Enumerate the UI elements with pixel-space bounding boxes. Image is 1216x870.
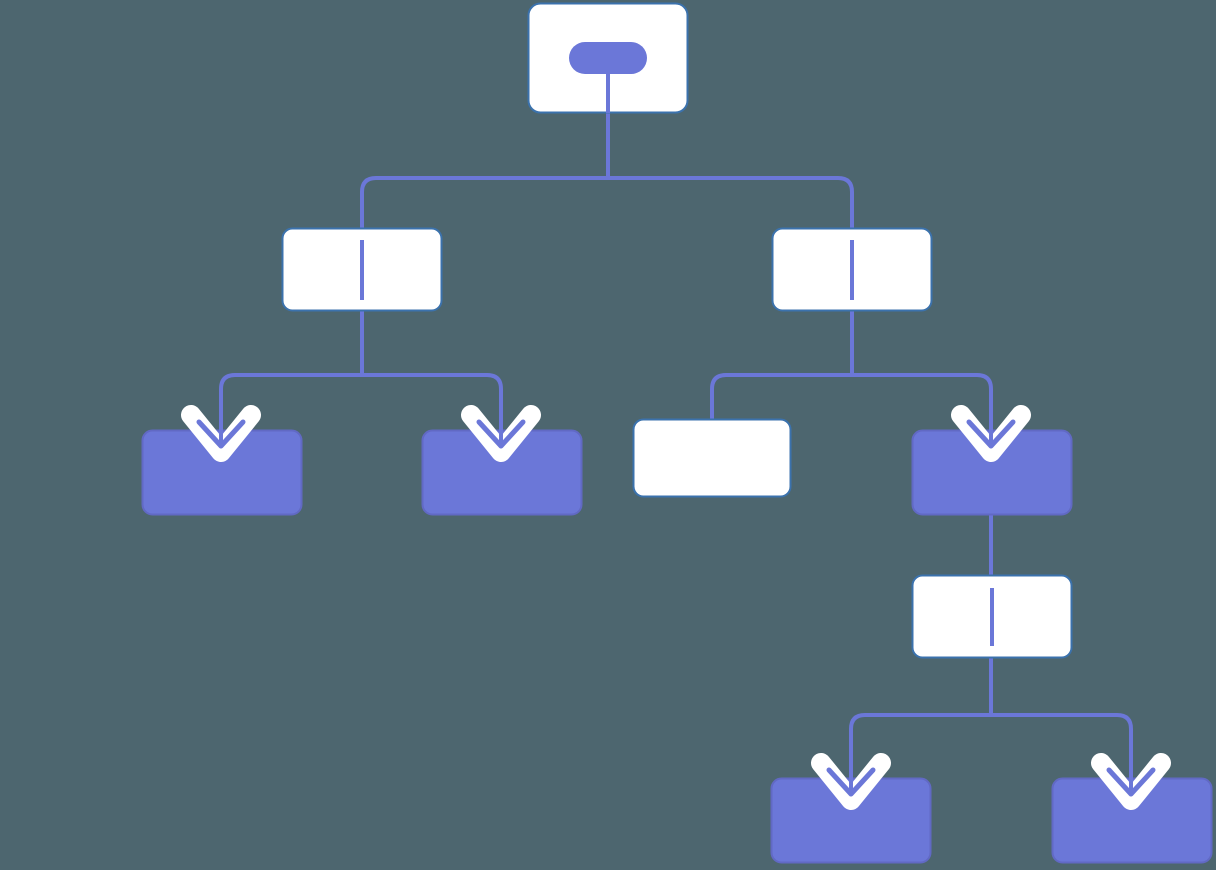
arrowhead-group <box>181 402 1171 810</box>
level5-right-node-chevron-down-arrow-icon <box>1091 750 1171 810</box>
level3-node-c[interactable] <box>632 418 792 498</box>
edge-root-to-level2-right <box>608 176 854 240</box>
edge-level2-left-to-node-a <box>219 373 362 452</box>
edge-level2-right-to-node-c <box>710 373 852 425</box>
arrow-head <box>966 419 1016 449</box>
arrow-head <box>826 767 876 797</box>
level3-node-c-surface[interactable] <box>632 418 792 498</box>
edge-root-to-level2-left <box>360 176 608 240</box>
level5-left-node-chevron-down-arrow-icon <box>811 750 891 810</box>
arrow-head <box>196 419 246 449</box>
level3-node-a-chevron-down-arrow-icon <box>181 402 261 462</box>
arrow-head <box>1106 767 1156 797</box>
level3-node-d-chevron-down-arrow-icon <box>951 402 1031 462</box>
arrow-head <box>476 419 526 449</box>
edge-level2-left-to-node-b <box>362 373 503 452</box>
edge-level4-to-level5-left <box>849 713 991 800</box>
edge-level4-to-level5-right <box>991 713 1133 800</box>
edge-level2-right-to-node-d <box>852 373 993 452</box>
level3-node-b-chevron-down-arrow-icon <box>461 402 541 462</box>
node-group <box>141 2 1213 864</box>
card-thread-group <box>360 58 994 646</box>
